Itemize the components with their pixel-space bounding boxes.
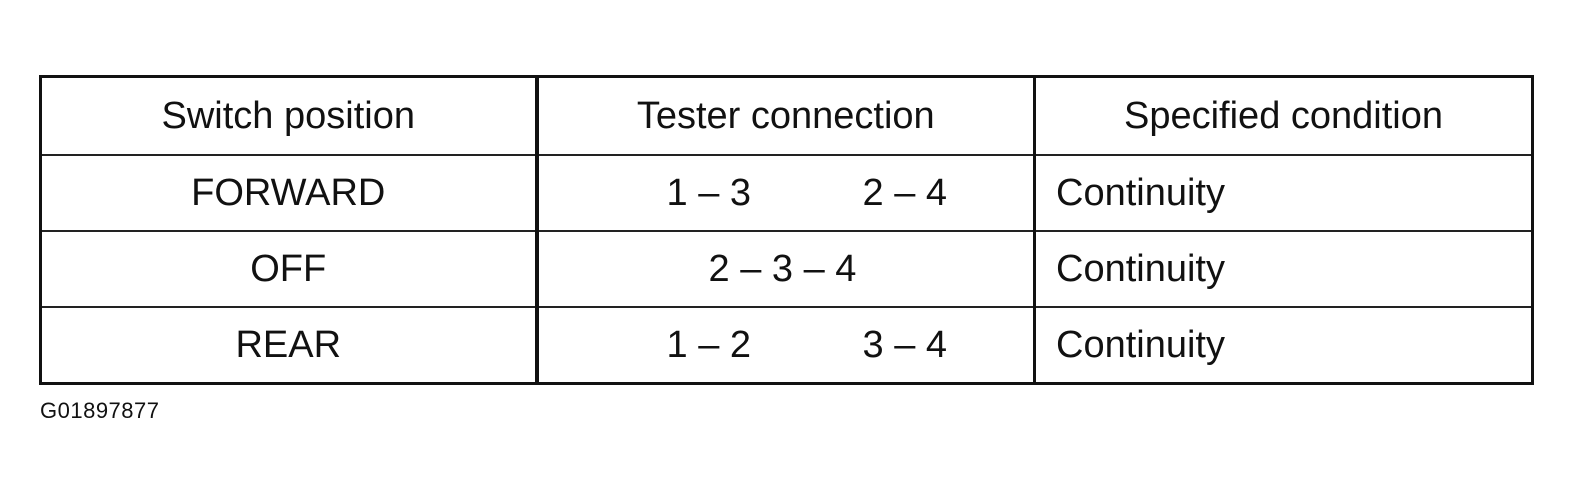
switch-inspection-table: Switch position Tester connection Specif…	[39, 75, 1534, 385]
table-header-row: Switch position Tester connection Specif…	[39, 75, 1534, 156]
header-tester-connection: Tester connection	[534, 75, 1036, 156]
table-row: OFF 2 – 3 – 4 Continuity	[39, 230, 1534, 308]
switch-position-cell: FORWARD	[39, 154, 538, 232]
specified-condition-cell: Continuity	[1033, 154, 1534, 232]
tester-connection-pair: 1 – 2	[666, 324, 752, 366]
tester-connection-cell: 1 – 3 2 – 4	[534, 154, 1036, 232]
tester-connection-pair: 1 – 3	[666, 172, 752, 214]
table-row: FORWARD 1 – 3 2 – 4 Continuity	[39, 154, 1534, 232]
header-switch-position: Switch position	[39, 75, 538, 156]
tester-connection-group: 2 – 3 – 4	[708, 248, 857, 290]
header-specified-condition: Specified condition	[1033, 75, 1534, 156]
specified-condition-cell: Continuity	[1033, 230, 1534, 308]
switch-position-cell: OFF	[39, 230, 538, 308]
switch-position-cell: REAR	[39, 306, 538, 385]
figure-code: G01897877	[40, 398, 160, 423]
tester-connection-cell: 2 – 3 – 4	[534, 230, 1036, 308]
specified-condition-cell: Continuity	[1033, 306, 1534, 385]
tester-connection-pair: 3 – 4	[862, 324, 948, 366]
tester-connection-pair: 2 – 4	[862, 172, 948, 214]
tester-connection-cell: 1 – 2 3 – 4	[534, 306, 1036, 385]
table-row: REAR 1 – 2 3 – 4 Continuity	[39, 306, 1534, 385]
